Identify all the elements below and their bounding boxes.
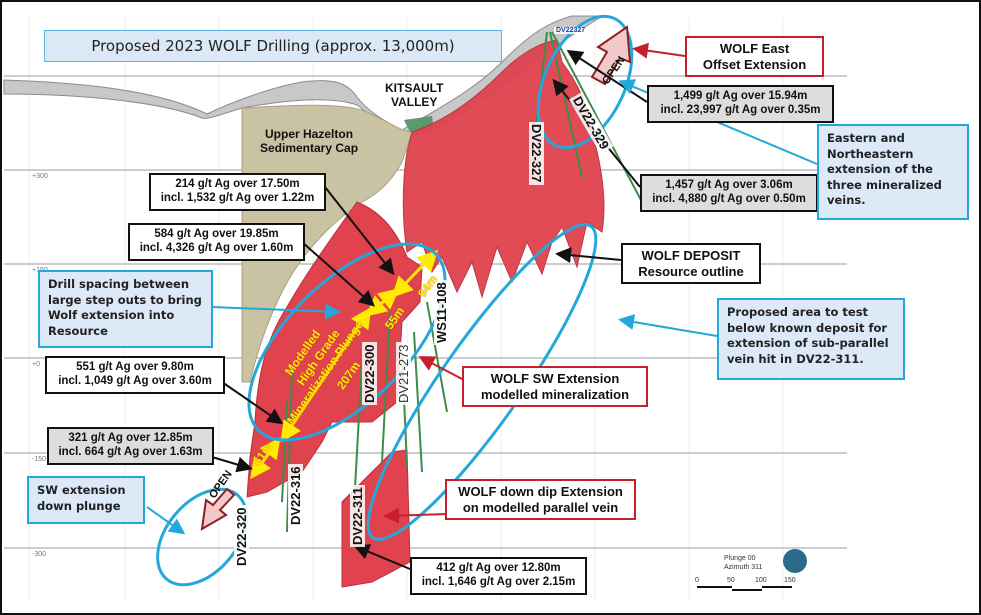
- upper-hazelton-label: Upper Hazelton Sedimentary Cap: [260, 127, 359, 155]
- open-arrow-sw: [200, 487, 236, 531]
- kitsault-valley-label: KITSAULT VALLEY: [385, 81, 444, 109]
- drill-label-dv22-300: DV22-300: [362, 342, 377, 405]
- drill-label-dv22-320: DV22-320: [234, 505, 249, 568]
- drill-label-dv22-311: DV22-311: [350, 485, 365, 547]
- scale-tick: 100: [755, 577, 767, 584]
- scale-tick: 50: [727, 577, 735, 584]
- elevation-tick: +300: [32, 173, 48, 180]
- topography-surface: [3, 15, 604, 136]
- drill-label-dv22-327: DV22-327: [529, 122, 544, 185]
- elevation-tick: -150: [32, 456, 47, 463]
- sw-plunge-note: SW extension down plunge: [27, 476, 145, 524]
- drill-spacing-note: Drill spacing between large step outs to…: [38, 270, 213, 348]
- eastern-extension-note: Eastern and Northeastern extension of th…: [817, 124, 969, 220]
- proposed-area-note: Proposed area to test below known deposi…: [717, 298, 905, 380]
- orientation-globe: [783, 549, 807, 573]
- drill-label-dv22-316: DV22-316: [288, 464, 303, 527]
- drill-label-dv22327-collar: DV22327: [554, 27, 588, 34]
- scale-tick: 150: [784, 577, 796, 584]
- open-arrow-ne: [590, 25, 632, 86]
- drill-label-dv21-273: DV21-273: [396, 342, 411, 405]
- figure-title: Proposed 2023 WOLF Drilling (approx. 13,…: [44, 30, 502, 62]
- scale-azimuth: Azimuth 311: [724, 564, 763, 571]
- elevation-tick: +0: [32, 361, 40, 368]
- wolf-deposit-body: [402, 39, 605, 299]
- drill-label-ws11-108: WS11-108: [434, 280, 449, 345]
- scale-plunge: Plunge 00: [724, 555, 756, 562]
- plunge-arrows: [250, 249, 439, 480]
- scale-bar: [697, 586, 792, 591]
- elevation-tick: -300: [32, 551, 47, 558]
- scale-tick: 0: [695, 577, 699, 584]
